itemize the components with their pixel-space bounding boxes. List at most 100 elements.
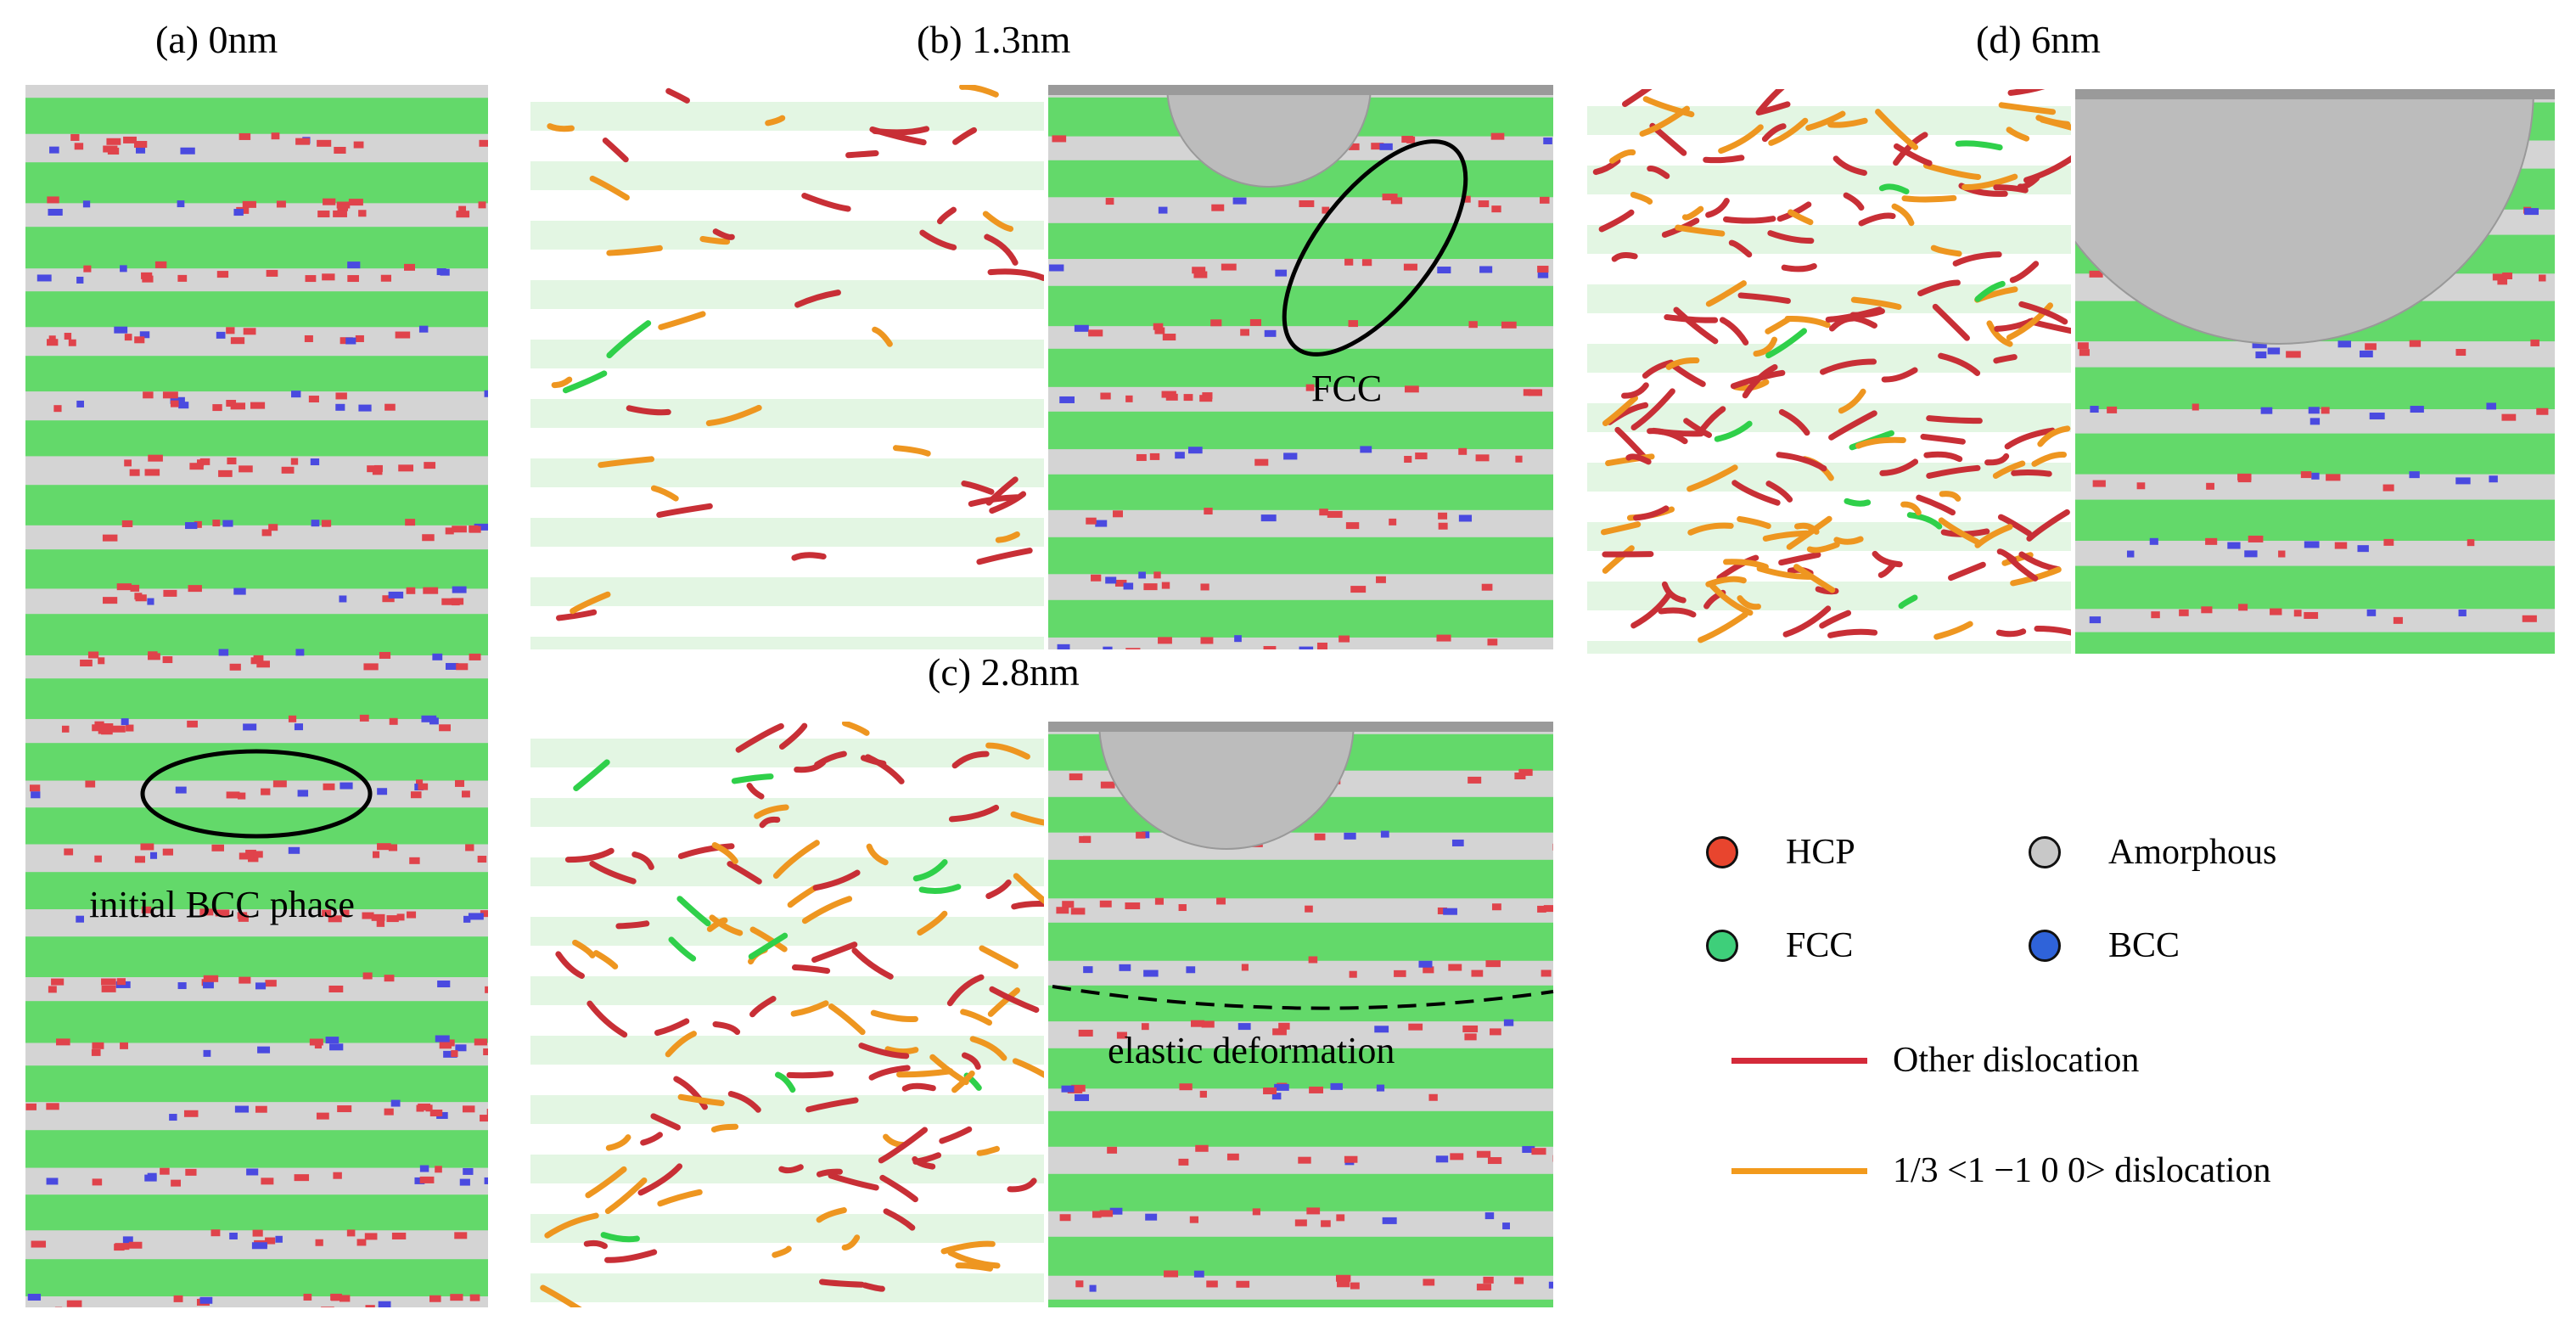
dislocation-segment [884,1046,919,1055]
dislocation-segment [1782,605,1832,638]
atom-cluster [233,587,246,595]
atom-cluster [1518,768,1533,776]
dislocation-segment [976,548,1033,565]
atom-cluster [2107,406,2118,413]
atom-cluster [272,780,287,788]
dislocation-segment [759,816,781,829]
dislocation-segment [1012,1058,1044,1078]
atom-cluster [377,788,388,795]
dislocation-segment [778,1164,804,1174]
legend-bcc: BCC [2029,925,2180,966]
dislocation-segment [586,1000,628,1038]
dislocation-segment [1598,209,1635,233]
atom-cluster [330,1293,342,1301]
dislocation-segment [1827,117,1868,128]
atom-cluster [2467,539,2475,547]
atom-cluster [66,1300,82,1307]
atom-cluster [129,469,140,476]
ghost-fcc-band [530,518,1044,547]
atom-cluster [243,328,256,335]
dislocation-segment [1767,230,1815,244]
atom-cluster [1451,839,1464,846]
atom-cluster [134,856,145,863]
atom-cluster [304,334,313,342]
dislocation-segment [861,1282,885,1292]
dislocation-segment [1938,352,1981,376]
dislocation-segment [1986,320,2013,347]
ghost-fcc-band [530,798,1044,827]
fcc-swatch-icon [1706,930,1738,962]
atom-cluster [297,790,309,797]
atom-cluster [1450,1153,1464,1161]
legend-other-dislocation: Other dislocation [1731,1040,2139,1081]
atom-cluster [135,146,146,154]
atom-cluster [92,724,99,732]
dislocation-segment [1833,536,1864,545]
dislocation-segment [1906,512,1943,530]
dislocation-segment [1007,1177,1037,1193]
atom-cluster [2366,609,2377,616]
atom-cluster [126,724,134,732]
atom-cluster [1099,900,1112,908]
atom-cluster [1179,1083,1193,1091]
dislocation-segment [787,885,818,908]
atom-cluster [266,269,278,277]
atom-cluster [1468,321,1478,329]
dislocation-segment [1670,362,1706,387]
ghost-fcc-band [1587,166,2071,194]
atom-cluster [255,982,267,990]
atom-cluster [1437,907,1448,914]
atom-cluster [180,147,195,155]
dislocation-segment [961,1052,981,1071]
atom-cluster [1404,385,1419,393]
atom-cluster [239,465,253,473]
atom-cluster [74,143,84,150]
atom-cluster [261,529,272,537]
atom-cluster [1161,582,1170,589]
atom-cluster [1390,197,1403,205]
atom-cluster [1254,458,1269,466]
atom-cluster [94,721,104,728]
atom-cluster [462,1105,475,1113]
atom-cluster [371,913,385,921]
atom-cluster [212,520,221,527]
atom-cluster [1528,389,1543,396]
dislocation-segment [1984,452,2010,466]
fcc-band [25,1130,488,1168]
atom-cluster [2522,615,2537,622]
atom-cluster [1125,648,1141,649]
dislocation-segment [709,914,744,936]
atom-cluster [1382,1217,1397,1224]
atom-cluster [177,274,188,282]
atom-cluster [2090,406,2099,413]
dislocation-segment [786,1071,834,1079]
ghost-fcc-band [530,1273,1044,1302]
amorphous-swatch-icon [2029,836,2061,868]
dislocation-segment [912,1155,936,1170]
atom-cluster [380,274,391,282]
dislocation-segment [2011,469,2052,477]
atom-cluster [2308,407,2320,414]
atom-cluster [1189,1216,1199,1223]
dislocation-segment [1728,239,1753,258]
legend-partial-dislocation: 1/3 <1 −1 0 0> dislocation [1731,1150,2271,1191]
atom-cluster [362,912,374,919]
panel-d-dislocations [1587,89,2071,654]
atom-cluster [1423,966,1434,974]
dislocation-segment [952,126,978,145]
atom-cluster [379,651,391,659]
atom-cluster [1103,646,1113,649]
atom-cluster [419,1176,435,1183]
fcc-band [25,485,488,525]
atom-cluster [1263,645,1277,649]
atom-cluster [1074,324,1089,332]
dislocation-segment [912,859,948,882]
atom-cluster [325,1037,340,1044]
atom-cluster [384,975,395,982]
atom-cluster [1164,1270,1179,1278]
atom-cluster [317,139,332,147]
dislocation-segment [772,840,820,880]
dislocation-segment [1930,244,1962,257]
dislocation-segment [1878,183,1910,194]
atom-cluster [188,585,202,593]
